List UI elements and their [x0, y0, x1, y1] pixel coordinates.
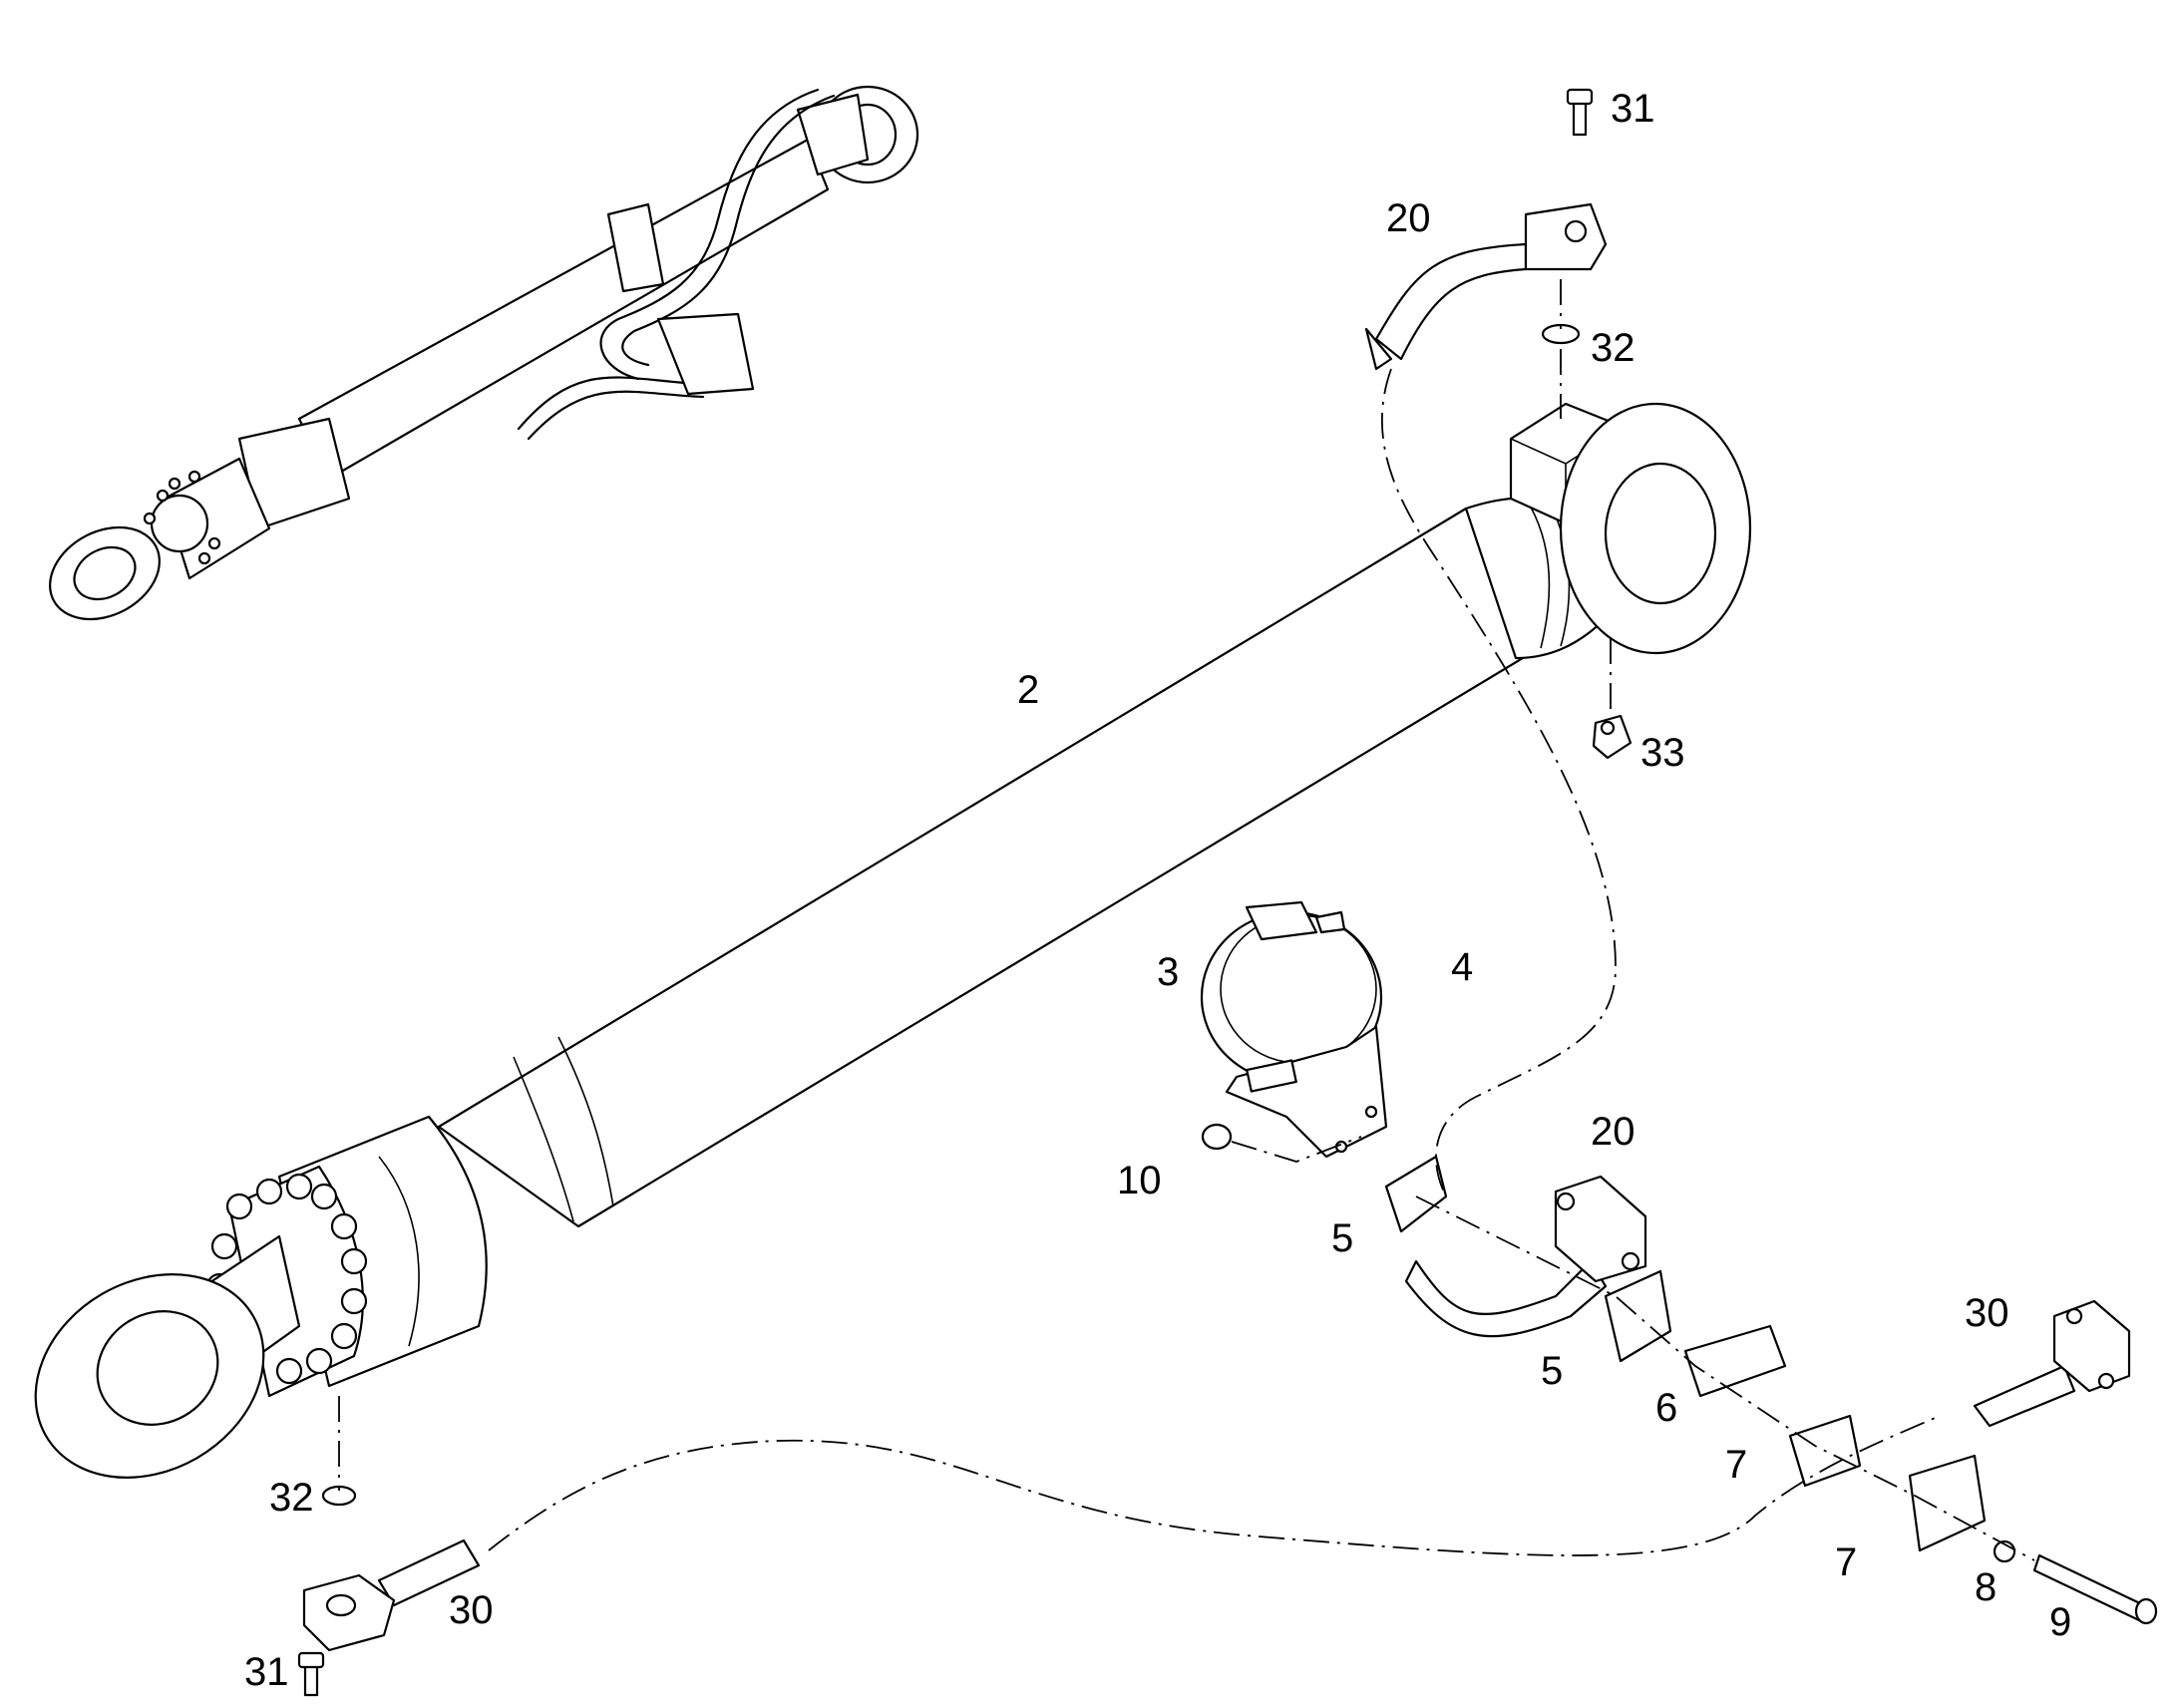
clamp-assembly — [1200, 900, 2158, 1625]
callout-6: 6 — [1655, 1386, 1677, 1430]
callout-labels: 2 3 4 5 5 6 7 7 8 9 10 20 20 30 30 31 31… — [244, 87, 2071, 1694]
callout-5-lower: 5 — [1541, 1349, 1563, 1393]
callout-5-upper: 5 — [1331, 1216, 1353, 1260]
overview-cylinder-assembly — [49, 85, 919, 621]
head-bolt-circle — [205, 1173, 368, 1385]
callout-30-right: 30 — [1965, 1291, 2009, 1335]
callout-31-bottom: 31 — [244, 1650, 289, 1694]
callout-30-left: 30 — [449, 1588, 494, 1632]
callout-20-upper: 20 — [1386, 196, 1431, 240]
callout-3: 3 — [1157, 950, 1179, 994]
callout-31-top: 31 — [1611, 87, 1655, 131]
assembly-lines — [338, 279, 2035, 1561]
cylinder-eye-top — [1464, 402, 1752, 660]
pipe-lower — [1404, 1175, 1647, 1338]
callout-10: 10 — [1117, 1159, 1162, 1202]
callout-32-top: 32 — [1591, 326, 1635, 370]
main-cylinder — [34, 402, 1752, 1479]
grease-nipple — [1592, 714, 1633, 760]
pipe-30-right — [1973, 1299, 2131, 1428]
callout-2: 2 — [1017, 668, 1039, 712]
callout-33: 33 — [1640, 731, 1685, 775]
callout-7-upper: 7 — [1725, 1443, 1747, 1487]
callout-20-lower: 20 — [1591, 1110, 1635, 1154]
callout-7-lower: 7 — [1835, 1540, 1857, 1584]
callout-32-bottom: 32 — [269, 1476, 314, 1520]
callout-4: 4 — [1451, 945, 1473, 989]
callout-9: 9 — [2049, 1600, 2071, 1644]
rod-eye-bottom — [34, 1273, 265, 1479]
callout-8: 8 — [1975, 1565, 1997, 1609]
